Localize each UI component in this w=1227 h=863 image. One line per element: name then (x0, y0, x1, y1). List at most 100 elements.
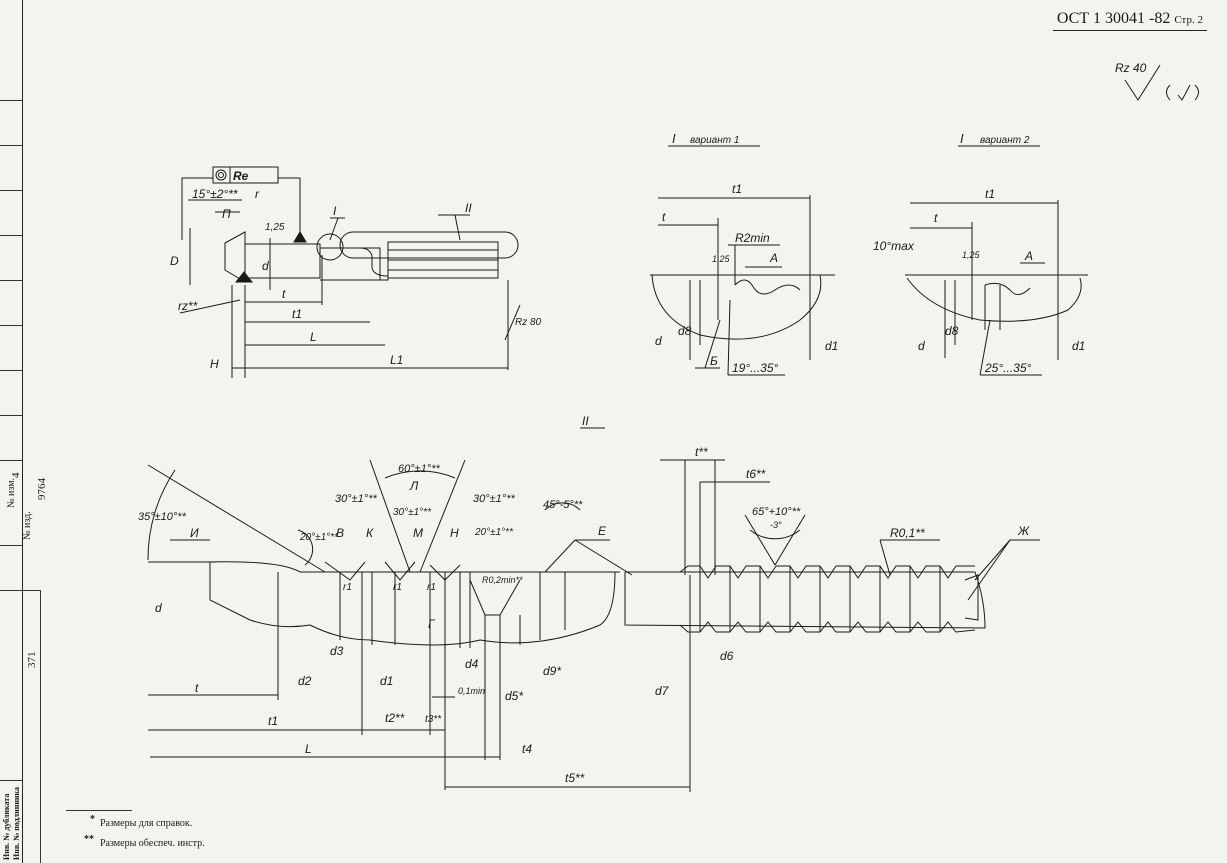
v2-10max: 10°max (873, 239, 915, 253)
d2-30deg-b: 30°±1°** (393, 507, 432, 518)
t1-label: t1 (292, 307, 302, 321)
page-border (22, 0, 23, 863)
v1-t: t (662, 210, 666, 224)
d2-65deg-tol: -3° (770, 520, 782, 530)
view-ii-label: II (465, 201, 472, 215)
d2-45deg: 45°-5°** (543, 499, 583, 511)
d2-d4: d4 (465, 657, 479, 671)
v2-subtitle: вариант 2 (980, 135, 1030, 146)
d2-t: t (195, 681, 199, 695)
rz-label: rz** (178, 299, 198, 313)
v1-b: Б (710, 354, 718, 368)
d2-d3: d3 (330, 644, 344, 658)
d2-t4: t4 (522, 742, 532, 756)
rz80-label: Rz 80 (515, 317, 542, 328)
page-label: Стр. 2 (1174, 14, 1203, 26)
d2-m: М (413, 526, 423, 540)
d2-d7: d7 (655, 684, 670, 698)
h-label: H (210, 357, 219, 371)
d2-r1-a: r1 (343, 582, 352, 593)
d2-e: Е (598, 524, 607, 538)
v1-r2min: R2min (735, 231, 770, 245)
d2-65deg: 65°+10°** (752, 506, 801, 518)
v1-d1: d1 (825, 339, 838, 353)
r125-label: 1,25 (265, 222, 285, 233)
l1-label: L1 (390, 353, 403, 367)
p-label: П (222, 207, 231, 221)
v1-subtitle: вариант 1 (690, 135, 739, 146)
variant-2-view (905, 145, 1088, 376)
d2-g: Г (428, 617, 436, 631)
d2-t2: t2** (385, 711, 405, 725)
t-label: t (282, 287, 286, 301)
view-i-label: I (333, 204, 337, 218)
d2-35deg: 35°±10°** (138, 511, 187, 523)
d2-60deg: 60°±1°** (398, 463, 440, 475)
v1-t1: t1 (732, 182, 742, 196)
d2-d: d (155, 601, 162, 615)
d2-r02min: R0,2min** (482, 575, 523, 585)
v2-a: А (1024, 249, 1033, 263)
detail2-title: II (582, 414, 589, 428)
d2-d1: d1 (380, 674, 393, 688)
d2-d5: d5* (505, 689, 523, 703)
d2-i: И (190, 526, 199, 540)
l-label: L (310, 330, 317, 344)
d2-d6: d6 (720, 649, 734, 663)
d2-zh: Ж (1017, 524, 1030, 538)
d2-r1-c: r1 (427, 582, 436, 593)
doc-number-header: ОСТ 1 30041 -82 (1056, 10, 1171, 27)
v2-d: d (918, 339, 925, 353)
v1-d: d (655, 334, 662, 348)
v2-t: t (934, 211, 938, 225)
note-tool: ** Размеры обеспеч. инстр. (84, 834, 205, 849)
d2-t-star: t** (695, 445, 708, 459)
d2-t3: t3** (425, 714, 442, 725)
v2-angle: 25°...35° (984, 361, 1031, 375)
detail-2-view (147, 427, 1040, 792)
note-text-2: Размеры обеспеч. инстр. (100, 838, 205, 849)
d2-v: В (336, 526, 344, 540)
side-strip (0, 0, 22, 863)
v2-d1: d1 (1072, 339, 1085, 353)
d2-t5: t5** (565, 771, 585, 785)
main-view (179, 166, 521, 378)
rz40-label: Rz 40 (1115, 61, 1147, 75)
v2-125: 1,25 (962, 250, 981, 260)
d2-30deg-a: 30°±1°** (335, 493, 377, 505)
d2-20deg-a: 20°±1°** (299, 532, 339, 543)
variant-1-view (650, 145, 835, 376)
note-mark-2: ** (84, 834, 94, 845)
note-reference: * Размеры для справок. (90, 814, 193, 829)
d2-d9: d9* (543, 664, 561, 678)
d2-t6: t6** (746, 467, 766, 481)
d2-big-l: L (305, 742, 312, 756)
v1-d8: d8 (678, 324, 692, 338)
doc-header: ОСТ 1 30041 -82 Стр. 2 (1052, 10, 1207, 31)
d2-r1-b: r1 (393, 582, 402, 593)
d2-20deg-b: 20°±1°** (474, 527, 514, 538)
v1-125: 1,25 (712, 254, 731, 264)
v2-d8: d8 (945, 324, 959, 338)
roughness-symbol (1124, 64, 1199, 101)
d2-t1: t1 (268, 714, 278, 728)
re-label: Re (233, 169, 249, 183)
notes-divider (66, 810, 132, 811)
v1-angle: 19°...35° (732, 361, 778, 375)
d2-30deg-c: 30°±1°** (473, 493, 515, 505)
d2-d2: d2 (298, 674, 312, 688)
note-text-1: Размеры для справок. (100, 818, 193, 829)
d2-01min: 0,1min (458, 686, 485, 696)
angle-15-label: 15°±2°** (192, 187, 238, 201)
big-d-label: D (170, 254, 179, 268)
d2-r01: R0,1** (890, 526, 925, 540)
d2-l: Л (409, 479, 419, 493)
r-label: r (255, 187, 260, 201)
note-mark-1: * (90, 814, 95, 825)
v1-title: I (672, 131, 676, 146)
d2-n: Н (450, 526, 459, 540)
v1-a: А (769, 251, 778, 265)
d2-k: К (366, 526, 374, 540)
d-label: d (262, 259, 269, 273)
